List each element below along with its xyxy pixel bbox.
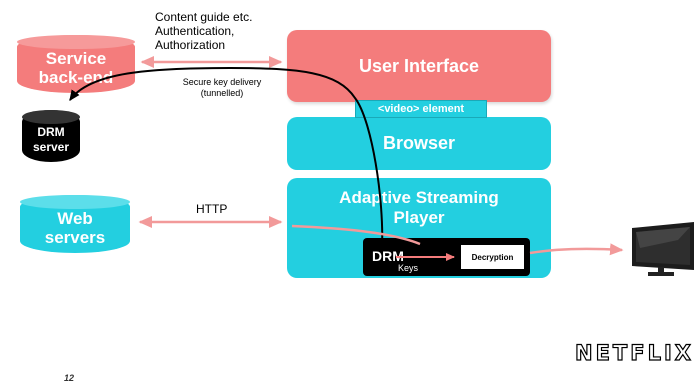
netflix-logo: NETFLIX	[574, 340, 694, 365]
web-servers-label: Web servers	[44, 209, 106, 247]
browser-label: Browser	[382, 133, 456, 153]
drm-module-label: DRM	[372, 248, 404, 264]
keys-label: Keys	[398, 263, 419, 273]
web-servers-node: Web servers	[20, 195, 130, 253]
content-guide-line: Authentication,	[155, 24, 235, 38]
tv-icon	[628, 222, 694, 282]
decryption-label: Decryption	[471, 252, 514, 262]
drm-server-label: DRM server	[32, 125, 70, 154]
content-guide-line: Content guide etc.	[155, 10, 253, 24]
cylinder-top	[17, 35, 135, 49]
secure-key-line: Secure key delivery	[182, 77, 262, 87]
user-interface-box: User Interface	[287, 30, 551, 102]
page-number: 12	[64, 373, 75, 383]
browser-box: Browser	[287, 117, 551, 170]
http-label: HTTP	[196, 202, 228, 216]
content-guide-line: Authorization	[155, 38, 226, 52]
user-interface-label: User Interface	[358, 55, 480, 76]
adaptive-player-label: Adaptive Streaming Player	[339, 188, 499, 227]
service-backend-node: Service back-end	[17, 35, 135, 93]
secure-key-line: (tunnelled)	[200, 88, 244, 98]
drm-server-node: DRM server	[22, 110, 80, 162]
decryption-box: Decryption	[461, 245, 524, 269]
video-element-label: <video> element	[377, 103, 465, 115]
service-backend-label: Service back-end	[38, 49, 114, 87]
content-guide-label: Content guide etc. Authentication, Autho…	[155, 10, 252, 52]
video-element-tag: <video> element	[355, 100, 487, 118]
cylinder-top	[20, 195, 130, 209]
secure-key-label: Secure key delivery (tunnelled)	[167, 77, 277, 99]
cylinder-top	[22, 110, 80, 124]
